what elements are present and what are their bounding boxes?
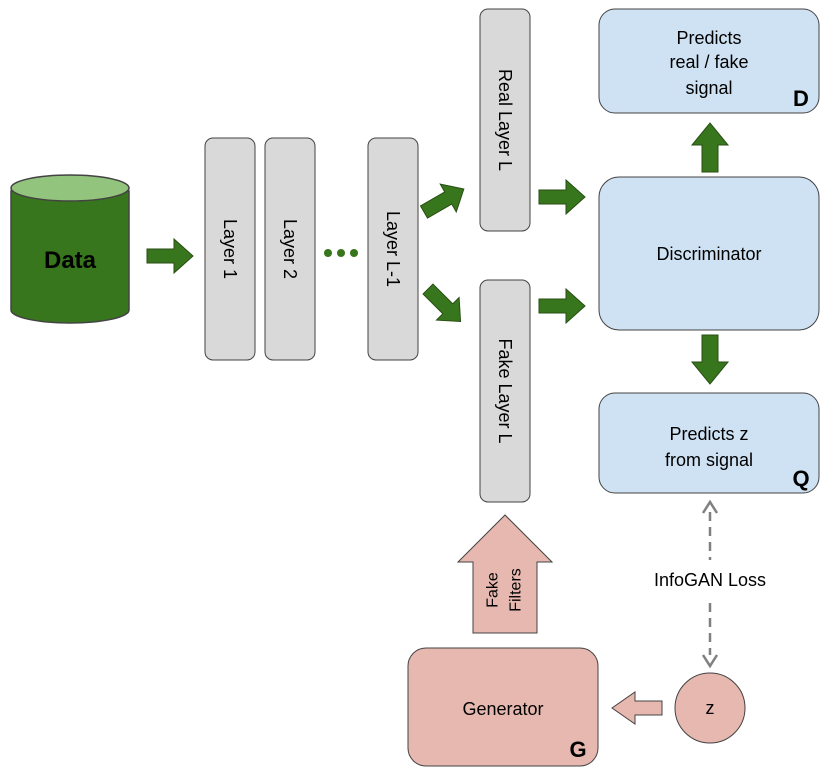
infogan-loss-label: InfoGAN Loss	[654, 570, 766, 590]
fake-layer-l-label: Fake Layer L	[495, 338, 515, 443]
q-head-line1: Predicts z	[669, 424, 748, 444]
arrow-discriminator-to-d-head	[690, 122, 730, 173]
arrow-real-to-discriminator	[538, 178, 586, 216]
fake-filters-line1: Fake	[485, 572, 502, 608]
layer-2-label: Layer 2	[280, 219, 300, 279]
d-tag: D	[793, 86, 809, 111]
generator-label: Generator	[462, 699, 543, 719]
layer-1: Layer 1	[204, 137, 256, 361]
layer-2: Layer 2	[264, 137, 316, 361]
arrow-fake-to-discriminator	[538, 287, 586, 325]
fake-filters-line2: Filters	[508, 568, 525, 612]
d-head-line3: signal	[685, 78, 732, 98]
real-layer-l-label: Real Layer L	[495, 69, 515, 171]
z-latent-node: z	[674, 672, 746, 744]
g-tag: G	[569, 737, 586, 762]
data-cylinder: Data	[10, 174, 130, 324]
ellipsis-dots	[324, 249, 358, 257]
d-head-box: Predicts real / fake signal D	[598, 8, 820, 114]
q-head-box: Predicts z from signal Q	[598, 392, 820, 494]
q-head-line2: from signal	[665, 450, 753, 470]
discriminator-box: Discriminator	[598, 176, 820, 331]
generator-box: Generator G	[407, 647, 599, 767]
arrow-data-to-layer1	[146, 237, 194, 275]
arrow-z-to-generator	[611, 691, 663, 725]
arrow-layer-to-real	[419, 183, 465, 219]
q-tag: Q	[792, 466, 809, 491]
z-label: z	[706, 698, 715, 718]
fake-filters-arrow: Fake Filters	[456, 514, 554, 634]
layer-l-minus-1: Layer L-1	[367, 137, 419, 361]
fake-layer-l: Fake Layer L	[479, 279, 531, 503]
layer-1-label: Layer 1	[220, 219, 240, 279]
arrow-layer-to-fake	[422, 283, 462, 323]
data-label: Data	[44, 247, 97, 274]
layer-l-minus-1-label: Layer L-1	[383, 211, 403, 287]
d-head-line1: Predicts	[676, 28, 741, 48]
arrow-discriminator-to-q-head	[690, 334, 730, 385]
infogan-loss-connector: InfoGAN Loss	[654, 499, 766, 669]
real-layer-l: Real Layer L	[479, 8, 531, 232]
d-head-line2: real / fake	[669, 52, 748, 72]
discriminator-label: Discriminator	[656, 244, 761, 264]
